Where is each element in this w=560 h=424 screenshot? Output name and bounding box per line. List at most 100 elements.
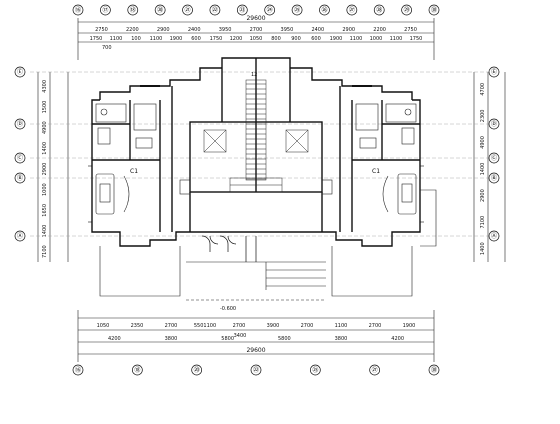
svg-text:㉙: ㉙: [404, 6, 410, 14]
building-walls: [91, 57, 421, 247]
axis-bubble-left-1: Ⓓ: [14, 118, 26, 130]
axis-bubble-left-0: Ⓔ: [14, 66, 26, 78]
top-dim-2-1: 1100: [110, 36, 123, 42]
bottom-dim-2-5: 4200: [391, 336, 404, 342]
top-total-dimension: 29600: [246, 15, 265, 22]
living-room-furniture: [95, 173, 417, 215]
top-dim-2-5: 600: [191, 36, 201, 42]
top-dim-2-2: 100: [131, 36, 141, 42]
top-dim-1-2: 2900: [157, 27, 170, 33]
room-label-right: C1: [372, 168, 380, 175]
top-dim-2-16: 1750: [410, 36, 423, 42]
svg-text:㉚: ㉚: [431, 366, 437, 374]
axis-bubble-bottom-6: ㉚: [428, 364, 440, 376]
axis-bubble-bottom-4: ㉕: [309, 364, 321, 376]
wet-rooms: [95, 103, 417, 149]
side-dimension-lines: [37, 72, 506, 262]
axis-bubble-top-2: ⑱: [127, 4, 139, 16]
svg-text:⑰: ⑰: [102, 6, 108, 14]
top-dim-2-10: 900: [291, 36, 301, 42]
left-dim-5: 1000: [42, 183, 48, 196]
right-dim-0: 4700: [480, 83, 486, 96]
top-dimension-700: 700: [102, 45, 112, 51]
left-dim-1: 1500: [42, 101, 48, 114]
axis-bubble-top-12: ㉙: [401, 4, 412, 16]
left-dim-8: 7100: [42, 245, 48, 258]
axis-bubble-top-3: ⑳: [154, 4, 166, 16]
right-dim-3: 1400: [480, 163, 486, 176]
top-dim-2-8: 1050: [250, 36, 263, 42]
top-dim-1-10: 2750: [404, 27, 417, 33]
right-dim-2: 4900: [480, 136, 486, 149]
svg-text:⑳: ⑳: [194, 366, 200, 374]
svg-text:⑯: ⑯: [75, 6, 81, 14]
axis-bubble-top-1: ⑰: [100, 4, 111, 16]
bottom-dim-1-0: 1050: [97, 323, 110, 329]
axis-bubble-bottom-3: ㉒: [250, 364, 262, 376]
top-dim-2-7: 1200: [230, 36, 243, 42]
axis-bubble-top-5: ㉒: [209, 4, 221, 16]
svg-text:⑱: ⑱: [130, 6, 136, 14]
svg-text:㉒: ㉒: [253, 366, 259, 374]
svg-text:㉕: ㉕: [312, 366, 318, 374]
svg-text:⑳: ⑳: [157, 6, 163, 14]
axis-bubble-left-3: Ⓑ: [14, 172, 26, 184]
svg-text:Ⓒ: Ⓒ: [17, 154, 23, 162]
right-dim-5: 7100: [480, 216, 486, 229]
top-dim-2-9: 800: [271, 36, 281, 42]
bottom-dim-1-2: 2700: [165, 323, 178, 329]
top-dim-1-5: 2700: [250, 27, 263, 33]
axis-bubble-top-11: ㉘: [373, 4, 385, 16]
left-dim-7: 1400: [42, 225, 48, 238]
axis-bubble-top-10: ㉗: [346, 4, 358, 16]
right-dim-1: 2300: [480, 109, 486, 122]
left-dim-4: 2900: [42, 163, 48, 176]
top-dim-1-9: 2200: [373, 27, 386, 33]
top-dim-1-0: 2750: [95, 27, 108, 33]
svg-text:㉕: ㉕: [294, 6, 300, 14]
left-dim-2: 4900: [42, 121, 48, 134]
stair-core: [203, 79, 309, 193]
axis-bubble-top-0: ⑯: [72, 4, 84, 16]
bottom-dim-2-4: 3800: [335, 336, 348, 342]
top-dimension-lines: [77, 18, 435, 60]
room-label-left: C1: [130, 168, 138, 175]
svg-text:㉗: ㉗: [349, 6, 355, 14]
left-dim-6: 1650: [42, 204, 48, 217]
axis-bubble-top-13: ㉚: [428, 4, 440, 16]
right-dim-6: 1400: [480, 242, 486, 255]
svg-text:Ⓑ: Ⓑ: [17, 174, 23, 182]
bottom-mid-dimension: 3400: [234, 333, 247, 339]
bottom-dim-2-1: 3800: [165, 336, 178, 342]
top-dim-1-8: 2900: [342, 27, 355, 33]
bottom-dim-1-5: 3900: [267, 323, 280, 329]
svg-text:㉗: ㉗: [372, 366, 378, 374]
svg-text:⑯: ⑯: [75, 366, 81, 374]
bottom-dim-2-2: 5800: [221, 336, 234, 342]
axis-bubble-bottom-1: ⑱: [131, 364, 143, 376]
bottom-dimension-lines: [77, 310, 435, 362]
bottom-dim-1-6: 2700: [301, 323, 314, 329]
svg-text:Ⓓ: Ⓓ: [17, 120, 23, 128]
bottom-total-dimension: 29600: [246, 347, 265, 354]
bottom-dim-1-1: 2350: [131, 323, 144, 329]
axis-bubble-top-9: ㉖: [319, 4, 330, 16]
axis-bubble-bottom-2: ⑳: [191, 364, 203, 376]
svg-text:㉑: ㉑: [185, 6, 191, 14]
bottom-dim-2-3: 5800: [278, 336, 291, 342]
top-dim-2-6: 1750: [210, 36, 223, 42]
axis-bubble-top-8: ㉕: [291, 4, 303, 16]
top-dim-2-12: 1900: [330, 36, 343, 42]
top-dimension-row-2: 1750 1100 100 1100 1900 600 1750 1200 1050 800 900…: [90, 36, 423, 42]
svg-text:Ⓔ: Ⓔ: [17, 68, 23, 76]
top-dim-2-13: 1100: [350, 36, 363, 42]
axis-bubble-left-2: Ⓒ: [14, 152, 26, 164]
